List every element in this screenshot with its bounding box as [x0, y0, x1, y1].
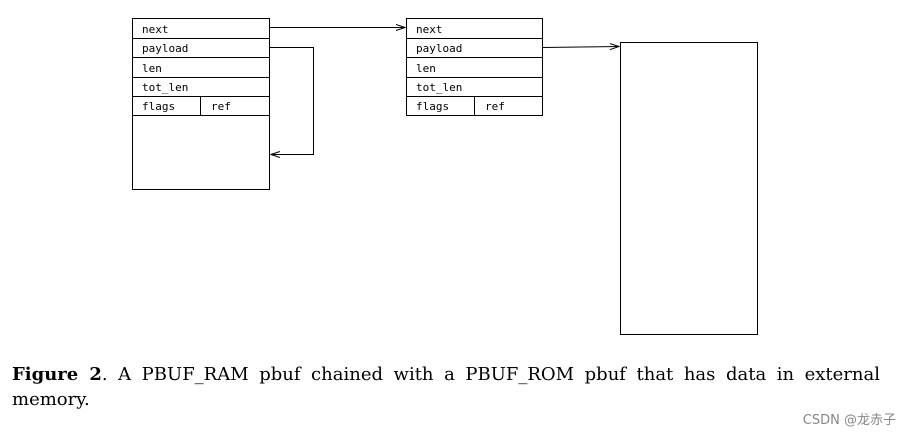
ram-field-payload: payload — [142, 42, 188, 55]
external-memory-block — [620, 42, 758, 335]
ram-field-ref: ref — [211, 100, 231, 113]
rom-field-payload: payload — [416, 42, 462, 55]
rom-field-tot-len: tot_len — [416, 81, 462, 94]
figure-label: Figure 2 — [12, 364, 102, 385]
rom-field-ref: ref — [485, 100, 505, 113]
watermark: CSDN @龙赤子 — [802, 413, 896, 428]
rom-field-flags: flags — [416, 100, 449, 113]
pbuf-rom-struct: next payload len tot_len flags ref — [406, 18, 543, 116]
ram-field-len: len — [142, 62, 162, 75]
figure-caption-text: . A PBUF_RAM pbuf chained with a PBUF_RO… — [12, 364, 880, 410]
pbuf-ram-struct: next payload len tot_len flags ref — [132, 18, 270, 190]
rom-field-len: len — [416, 62, 436, 75]
figure-caption: Figure 2. A PBUF_RAM pbuf chained with a… — [12, 362, 880, 412]
rom-field-next: next — [416, 23, 443, 36]
rom-payload-pointer-arrow — [542, 47, 620, 48]
ram-field-tot-len: tot_len — [142, 81, 188, 94]
ram-field-next: next — [142, 23, 169, 36]
ram-payload-pointer-arrow — [269, 47, 314, 155]
ram-field-flags: flags — [142, 100, 175, 113]
